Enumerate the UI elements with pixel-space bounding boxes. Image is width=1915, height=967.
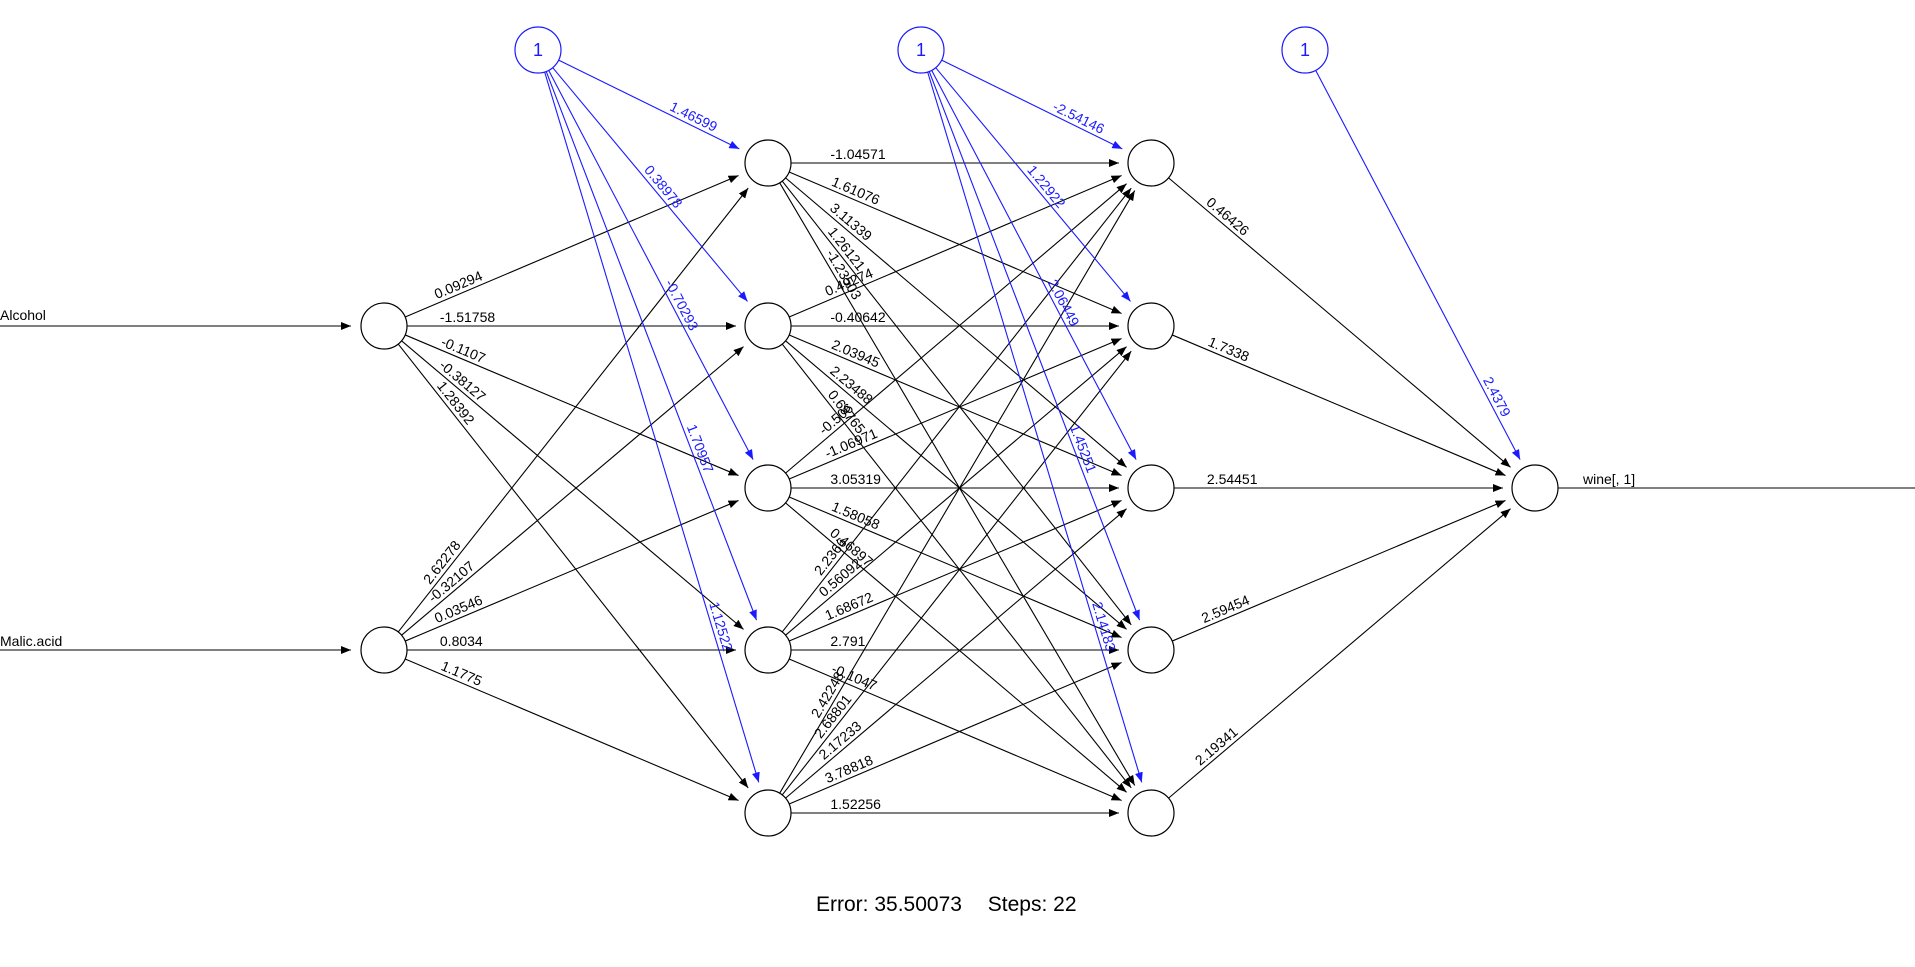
training-summary: Error: 35.50073 Steps: 22 [816,893,1077,916]
edge-bias2-h21 [935,67,1131,302]
hidden2-node-0 [1127,139,1175,187]
edge-h12-h20 [785,183,1127,474]
edge-h11-h24 [781,343,1132,789]
input-node-0 [360,302,408,350]
edge-in0-h10-weight: 0.09294 [432,267,485,302]
edge-h22-out-weight: 2.54451 [1207,471,1258,487]
edge-bias2-h24 [927,71,1143,783]
edge-h23-out-weight: 2.59454 [1199,592,1252,626]
edges-group [0,59,1915,817]
edge-h14-h21 [781,350,1132,796]
edge-h13-h23-weight: 2.791 [830,633,865,649]
edge-bias1-h14-weight: 1.12522 [706,600,736,653]
input-node-1 [360,626,408,674]
edge-bias1-h13 [545,71,758,621]
hidden1-node-3 [744,626,792,674]
edge-in0-h11-weight: -1.51758 [440,309,495,325]
output-label: wine[, 1] [1582,471,1635,487]
edge-bias2-h21-weight: 1.22922 [1024,162,1069,211]
edge-h14-h24-weight: 1.52256 [830,796,881,812]
hidden2-node-1 [1127,302,1175,350]
hidden2-node-4 [1127,789,1175,837]
edge-h24-out-weight: 2.19341 [1192,723,1241,768]
edge-h14-h23 [788,662,1122,805]
error-text: Error: 35.50073 [816,893,962,916]
edge-h11-h23 [785,340,1127,630]
edge-h10-h23 [781,180,1132,626]
edge-bias2-h23-weight: 1.45251 [1067,422,1100,475]
edge-h24-out [1168,508,1511,799]
edge-bias1-h10-weight: 1.46599 [667,98,720,135]
edge-h13-h21 [785,346,1127,636]
bias-node-0 [514,26,562,74]
edge-h10-h20-weight: -1.04571 [830,146,885,162]
edge-h20-out [1168,177,1511,468]
edge-bias2-h24-weight: 2.14183 [1089,600,1119,653]
weight-labels-group: 0.09294-1.51758-0.1107-0.381271.283922.6… [420,98,1514,812]
hidden2-node-3 [1127,626,1175,674]
edge-in1-h11 [401,346,744,636]
edge-h10-h24 [779,182,1136,786]
edge-h12-h22-weight: 3.05319 [830,471,881,487]
edge-bias3-out-weight: 2.4379 [1480,374,1514,420]
edge-in0-h13 [401,340,744,630]
input-label-malic-acid: Malic.acid [0,633,62,649]
input-label-alcohol: Alcohol [0,307,46,323]
edge-h21-out-weight: 1.7338 [1206,333,1252,364]
edge-h10-h22 [785,177,1127,468]
bias-node-2 [1281,26,1329,74]
edge-in1-h12 [404,499,739,642]
edge-h11-h20 [788,175,1122,318]
edge-h23-out [1171,499,1506,642]
hidden1-node-1 [744,302,792,350]
edge-h12-h23 [788,496,1122,639]
edge-in1-h10 [397,187,749,633]
edge-h12-h21 [788,337,1122,480]
bias-node-label-1: 1 [916,40,926,60]
output-node [1511,464,1559,512]
edge-h10-h21 [788,171,1122,314]
edge-bias1-h12 [548,70,754,460]
bias-node-label-2: 1 [1300,40,1310,60]
edge-h14-h22 [785,508,1127,799]
bias-node-label-0: 1 [533,40,543,60]
edge-h13-h20 [781,187,1132,633]
edge-h11-h22 [788,334,1122,477]
edge-in1-h13-weight: 0.8034 [440,633,483,649]
hidden1-node-0 [744,139,792,187]
edge-in0-h10 [404,174,739,318]
hidden1-node-4 [744,789,792,837]
hidden2-node-2 [1127,464,1175,512]
edge-bias1-h11 [552,67,748,302]
edge-h21-out [1171,334,1506,477]
edge-bias2-h20 [941,59,1123,150]
bias-node-1 [897,26,945,74]
edge-bias2-h23 [928,71,1141,621]
edge-bias1-h10 [558,59,740,150]
edge-h12-h24 [785,502,1127,793]
edge-h14-h20 [779,190,1136,794]
nodes-group: 1 1 1 [360,26,1559,837]
edge-in1-h14-weight: 1.1775 [439,657,485,689]
edge-bias2-h22 [931,70,1137,460]
edge-h13-h22 [788,499,1122,642]
edge-in0-h12 [404,334,739,477]
edge-bias1-h11-weight: 0.38978 [641,162,686,211]
edge-bias1-h13-weight: 1.70957 [684,422,717,475]
edge-h20-out-weight: 0.46426 [1203,194,1252,239]
steps-text: Steps: 22 [988,893,1077,916]
edge-bias3-out [1315,70,1521,460]
edge-in0-h14 [397,343,749,789]
edge-bias1-h14 [544,71,760,783]
edge-h11-h21-weight: -0.40642 [830,309,885,325]
edge-in1-h14 [404,658,739,802]
hidden1-node-2 [744,464,792,512]
